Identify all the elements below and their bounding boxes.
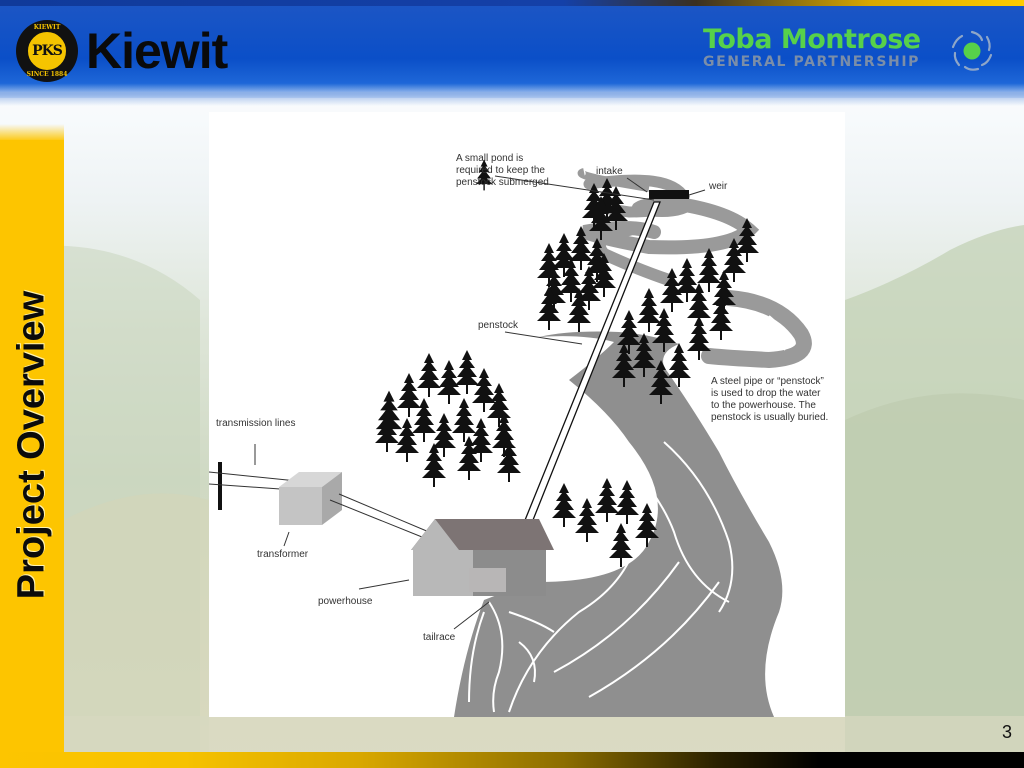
penstock-note: A steel pipe or “penstock” is used to dr… [711,376,829,423]
sidebar-yellow-bar [0,140,64,752]
transmission-lines-label: transmission lines [216,418,296,429]
powerhouse-label: powerhouse [318,596,373,607]
kiewit-wordmark: Kiewit [86,23,228,79]
sidebar-fade [0,124,64,142]
toba-montrose-logo: Toba Montrose GENERAL PARTNERSHIP [703,26,921,69]
header-top-strip [0,0,1024,6]
intake-label: intake [596,166,623,177]
kiewit-logo: KIEWIT PKS SINCE 1884 Kiewit [16,20,228,82]
pond-label: A small pond is required to keep the pen… [456,153,549,188]
slide-title: Project Overview [10,290,53,600]
page-number: 3 [1002,722,1013,742]
toba-subtitle: GENERAL PARTNERSHIP [703,54,920,70]
header-fade [0,92,1024,106]
seal-text-top: KIEWIT [33,24,61,31]
seal-text-bottom: SINCE 1884 [26,71,68,78]
kiewit-seal-icon: KIEWIT PKS SINCE 1884 [16,20,78,82]
tailrace-label: tailrace [423,632,456,643]
weir-label: weir [709,181,728,192]
penstock-label: penstock [478,320,519,331]
header-banner: KIEWIT PKS SINCE 1884 Kiewit Toba Montro… [0,0,1024,98]
turbine-swirl-icon [951,30,993,71]
transformer-label: transformer [257,549,309,560]
footer-bar [0,752,1024,768]
seal-initials: PKS [26,30,68,72]
toba-title: Toba Montrose [703,24,921,55]
run-of-river-diagram: A small pond is required to keep the pen… [209,112,845,717]
